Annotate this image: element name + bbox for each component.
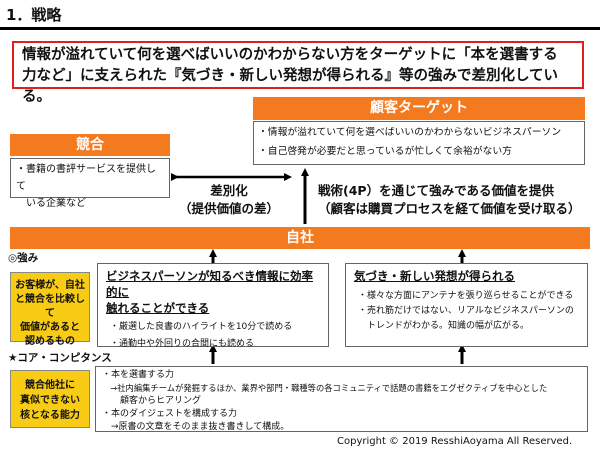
summary-line-2: 力など」に支えられた『気づき・新しい発想が得られる』等の強みで差別化している。: [22, 68, 559, 105]
customer-item-1: ・情報が溢れていて何を選べばいいのかわからないビジネスパーソン: [258, 127, 562, 138]
core-side-line-1: 競合他社に: [25, 380, 75, 391]
title-divider: [0, 27, 600, 30]
strength-panel-efficiency: ビジネスパーソンが知るべき情報に効率的に 触れることができる ・厳選した良書のハ…: [97, 263, 329, 349]
differentiation-line-2: （提供価値の差）: [178, 201, 279, 216]
strength-insight-item-1: ・様々な方面にアンテナを張り巡らせることができる: [358, 291, 574, 301]
strengths-side-line-3: 価値があると: [20, 322, 80, 333]
core-line-5: →原書の文章をそのまま抜き書きして構成。: [102, 422, 290, 432]
strength-efficiency-title-1: ビジネスパーソンが知るべき情報に効率的に: [106, 269, 313, 299]
company-heading: 自社: [10, 227, 590, 249]
core-line-2: →社内編集チームが発掘するほか、業界や部門・職種等の各コミュニティで話題の書籍を…: [102, 383, 548, 393]
strengths-side-box: お客様が、自社 と競合を比較して 価値があると 認めるもの: [10, 272, 90, 347]
customer-target-box: ・情報が溢れていて何を選べばいいのかわからないビジネスパーソン ・自己啓発が必要…: [253, 121, 585, 165]
differentiation-line-1: 差別化: [210, 183, 248, 198]
value-delivery-label: 戦術(4P）を通じて強みである価値を提供 （顧客は購買プロセスを経て価値を受け取…: [318, 182, 590, 218]
strength-insight-item-2: ・売れ筋だけではない、リアルなビジネスパーソンの: [358, 306, 574, 316]
copyright-notice: Copyright © 2019 ResshiAoyama All Reserv…: [337, 436, 573, 447]
core-side-line-3: 核となる能力: [20, 410, 80, 421]
strength-panel-insight: 気づき・新しい発想が得られる ・様々な方面にアンテナを張り巡らせることができる …: [345, 263, 588, 347]
competitor-item-2: いる企業など: [16, 198, 86, 209]
strength-efficiency-item-1: ・厳選した良書のハイライトを10分で読める: [110, 322, 293, 332]
summary-line-1: 情報が溢れていて何を選べばいいのかわからない方をターゲットに「本を選書する: [22, 47, 558, 63]
customer-item-2: ・自己啓発が必要だと思っているが忙しくて余裕がない方: [258, 146, 512, 157]
differentiation-label: 差別化 （提供価値の差）: [178, 182, 280, 218]
page-title: 1．戦略: [6, 6, 62, 24]
strengths-side-line-4: 認めるもの: [25, 336, 75, 347]
value-delivery-line-1: 戦術(4P）を通じて強みである価値を提供: [318, 183, 554, 198]
core-line-1: ・本を選書する力: [102, 370, 175, 380]
competitor-item-1: ・書籍の書評サービスを提供して: [16, 164, 156, 192]
core-side-line-2: 真似できない: [20, 395, 80, 406]
strengths-side-line-1: お客様が、自社: [15, 280, 85, 291]
strength-efficiency-item-2: ・通勤中や外回りの合間にも読める: [110, 339, 255, 349]
core-line-3: 顧客からヒアリング: [102, 396, 202, 406]
strengths-side-line-2: と競合を比較して: [15, 294, 85, 319]
core-competence-box: ・本を選書する力 →社内編集チームが発掘するほか、業界や部門・職種等の各コミュニ…: [95, 366, 588, 432]
strength-insight-title: 気づき・新しい発想が得られる: [354, 269, 515, 283]
value-delivery-line-2: （顧客は購買プロセスを経て価値を受け取る）: [318, 201, 581, 216]
competitor-box: ・書籍の書評サービスを提供して いる企業など: [10, 158, 170, 209]
strengths-label: ◎強み: [8, 252, 39, 264]
core-line-4: ・本のダイジェストを構成する力: [102, 409, 238, 419]
core-side-box: 競合他社に 真似できない 核となる能力: [10, 370, 90, 428]
customer-target-heading: 顧客ターゲット: [253, 97, 585, 120]
competitor-heading: 競合: [10, 134, 170, 156]
strength-insight-item-3: トレンドがわかる。知識の幅が広がる。: [358, 321, 530, 331]
strategy-summary: 情報が溢れていて何を選べばいいのかわからない方をターゲットに「本を選書する 力な…: [12, 41, 584, 105]
core-competence-label: ★コア・コンピタンス: [8, 352, 112, 364]
strength-efficiency-title-2: 触れることができる: [106, 301, 210, 315]
